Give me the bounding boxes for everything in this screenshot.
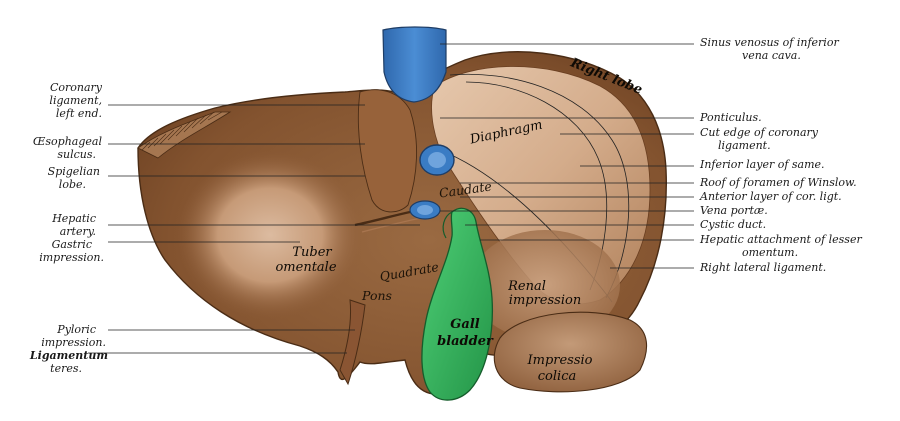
label-gall-2: bladder (437, 334, 494, 349)
hatch-lines (141, 111, 223, 151)
label-gastric-2: impression. (39, 251, 104, 264)
label-spigelian-1: Spigelian (48, 165, 100, 178)
vena-cava (382, 26, 447, 103)
label-hepatic-attach-2: omentum. (742, 246, 798, 259)
colica-impression (493, 311, 648, 393)
label-sinus-2: vena cava. (742, 49, 801, 62)
label-tuber-2: omentale (275, 260, 336, 275)
label-renal-1: Renal (507, 279, 546, 294)
inferior-layer-line (465, 81, 608, 291)
label-caudate: Caudate (438, 178, 493, 200)
leader-lines-right (440, 43, 694, 269)
label-coronary-3: left end. (56, 107, 102, 120)
coronary-edge-line (449, 73, 630, 299)
label-hepatic-artery-1: Hepatic (51, 212, 96, 225)
label-impressio-2: colica (538, 369, 576, 384)
label-cut-edge-1: Cut edge of coronary (700, 126, 819, 139)
label-oesophageal-1: Œsophageal (33, 135, 103, 148)
label-tuber-1: Tuber (292, 245, 332, 260)
caudate-region (357, 89, 417, 213)
label-sinus-1: Sinus venosus of inferior (700, 36, 839, 49)
label-coronary-2: ligament, (49, 94, 102, 107)
label-hepatic-artery-2: artery. (60, 225, 96, 238)
label-gastric-1: Gastric (52, 238, 92, 251)
label-inferior-layer: Inferior layer of same. (699, 158, 825, 171)
label-right-lateral: Right lateral ligament. (699, 261, 826, 274)
label-vena-portae: Vena portæ. (700, 204, 768, 217)
ligamentum-teres (339, 299, 366, 386)
label-spigelian-2: lobe. (59, 178, 86, 191)
label-roof-foramen: Roof of foramen of Winslow. (699, 176, 857, 189)
label-coronary-1: Coronary (50, 81, 103, 94)
gall-bladder (421, 207, 494, 401)
label-renal-2: impression (509, 293, 581, 308)
label-gall-1: Gall (450, 317, 479, 332)
label-oesophageal-2: sulcus. (57, 148, 96, 161)
left-edge-hatch (137, 111, 232, 159)
label-ligamentum-1: Ligamentum (29, 349, 108, 362)
label-anterior-layer: Anterior layer of cor. ligt. (699, 190, 842, 203)
label-hepatic-attach-1: Hepatic attachment of lesser (699, 233, 862, 246)
label-pons: Pons (361, 288, 392, 303)
label-impressio-1: Impressio (526, 353, 592, 368)
label-ligamentum-2: teres. (50, 362, 82, 375)
label-pyloric-1: Pyloric (56, 323, 96, 336)
leader-lines-left (88, 104, 420, 354)
gastric-light-area (175, 150, 365, 320)
label-pyloric-2: impression. (41, 336, 106, 349)
label-cystic-duct: Cystic duct. (700, 218, 766, 231)
label-cut-edge-2: ligament. (718, 139, 771, 152)
label-ponticulus: Ponticulus. (699, 111, 762, 124)
